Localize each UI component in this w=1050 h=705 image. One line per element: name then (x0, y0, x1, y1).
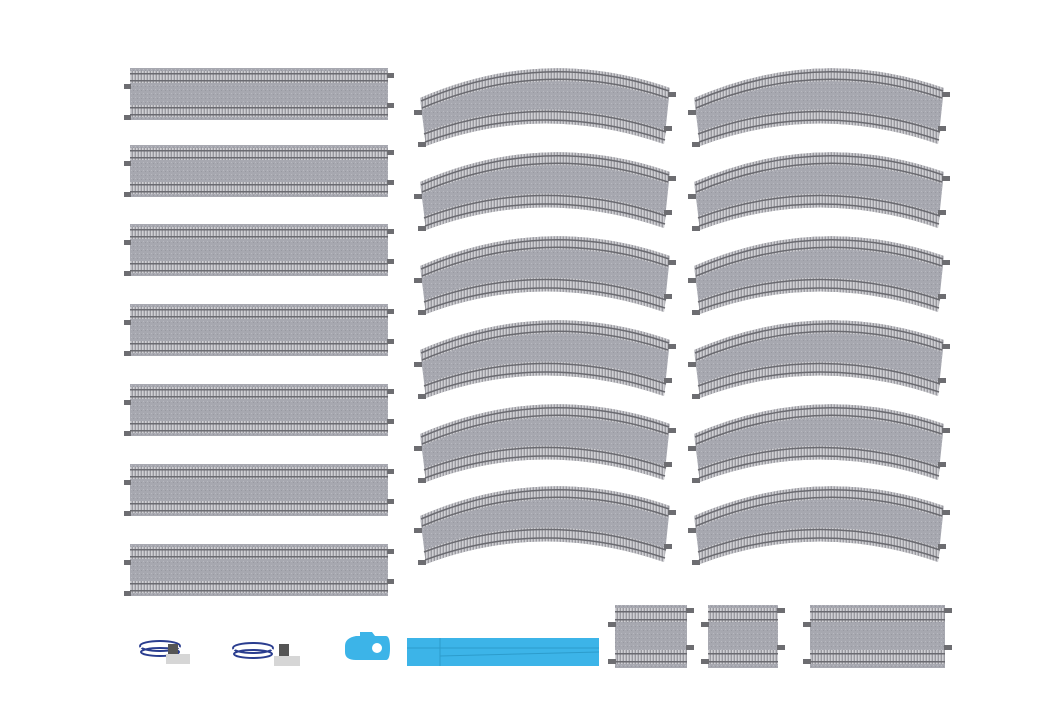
straight-track-5 (124, 384, 394, 436)
straight-track-7 (124, 544, 394, 596)
straight-track-1 (124, 68, 394, 120)
straight-track-4 (124, 304, 394, 356)
straight-track-3 (124, 224, 394, 276)
straight-track-2 (124, 145, 394, 197)
straight-track-6 (124, 464, 394, 516)
